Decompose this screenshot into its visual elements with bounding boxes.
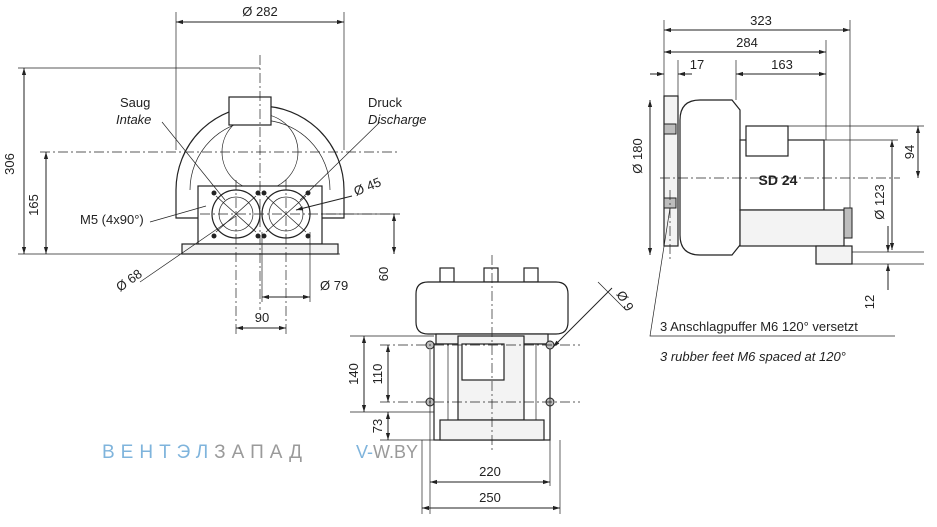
dim-height-94: 94	[902, 145, 917, 159]
note-english: 3 rubber feet M6 spaced at 120°	[660, 349, 846, 364]
dim-width-284: 284	[736, 35, 758, 50]
dim-width-220: 220	[479, 464, 501, 479]
dim-diameter-79: Ø 79	[320, 278, 348, 293]
label-druck: Druck	[368, 95, 402, 110]
dim-width-163: 163	[771, 57, 793, 72]
dim-width-90: 90	[255, 310, 269, 325]
model-label: SD 24	[759, 172, 798, 188]
dim-height-165: 165	[26, 194, 41, 216]
dim-diameter-180: Ø 180	[630, 138, 645, 173]
label-saug: Saug	[120, 95, 150, 110]
dim-width-323: 323	[750, 13, 772, 28]
dim-height-73: 73	[370, 419, 385, 433]
note-german: 3 Anschlagpuffer M6 120° versetzt	[660, 319, 858, 334]
dim-height-306: 306	[2, 153, 17, 175]
dim-diameter-9: Ø 9	[613, 288, 636, 314]
dim-diameter-45: Ø 45	[352, 174, 384, 198]
dim-height-60: 60	[376, 267, 391, 281]
watermark-domain-part-a: V-	[356, 442, 373, 462]
dim-width-17: 17	[690, 57, 704, 72]
watermark-brand-part-a: ВЕНТЭЛ	[102, 442, 214, 463]
watermark-domain: V-W.BY	[356, 442, 418, 462]
label-intake: Intake	[116, 112, 151, 127]
dim-diameter-68: Ø 68	[113, 266, 145, 294]
watermark-brand: ВЕНТЭЛЗАПАД	[102, 442, 308, 463]
label-m5: M5 (4x90°)	[80, 212, 144, 227]
dim-width-250: 250	[479, 490, 501, 505]
dim-height-110: 110	[370, 364, 385, 385]
front-view	[18, 12, 400, 335]
label-discharge: Discharge	[368, 112, 427, 127]
watermark-brand-part-b: ЗАПАД	[214, 442, 308, 463]
watermark-domain-part-b: W.BY	[373, 442, 418, 462]
dim-height-140: 140	[346, 363, 361, 385]
dim-diameter-282: Ø 282	[242, 4, 277, 19]
dim-diameter-123: Ø 123	[872, 184, 887, 219]
side-view	[647, 20, 924, 337]
dim-height-12: 12	[862, 295, 877, 309]
bottom-view	[350, 255, 627, 514]
